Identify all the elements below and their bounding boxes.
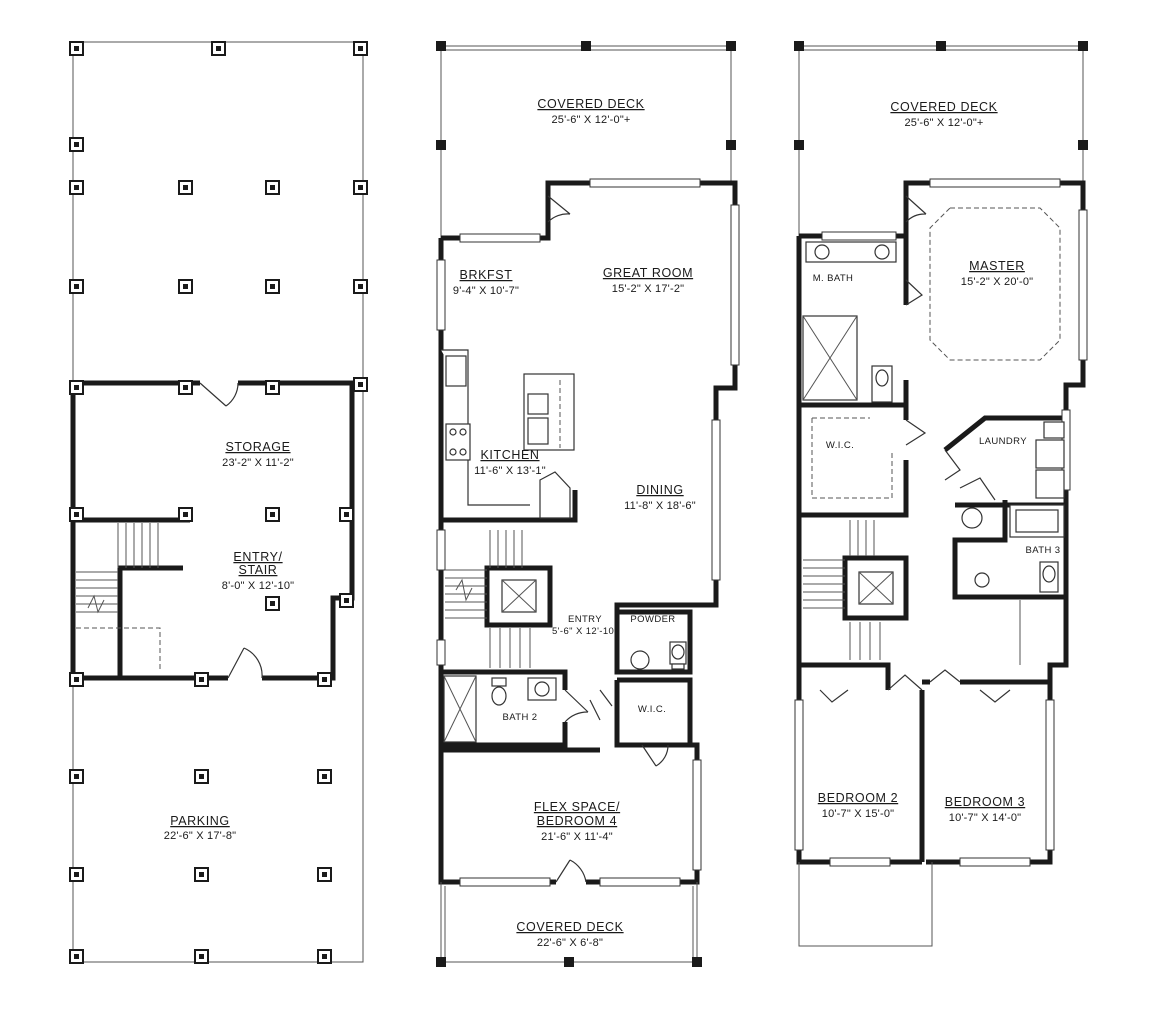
powder-wic-wall <box>614 605 693 748</box>
main-front-deck-name: COVERED DECK <box>516 920 623 934</box>
master-ceiling-outline <box>929 207 1061 361</box>
main-rear-deck-name: COVERED DECK <box>537 97 644 111</box>
upper-deck-railing <box>798 45 1084 236</box>
storage-name: STORAGE <box>225 440 290 454</box>
brkfst-name: BRKFST <box>460 268 513 282</box>
master-bath-fixtures <box>802 241 897 403</box>
entry-name: ENTRY <box>568 614 602 625</box>
wic-shelf <box>811 417 893 499</box>
bath3-name: BATH 3 <box>1026 545 1061 556</box>
kitchen-counters <box>441 349 575 519</box>
main-rear-deck-dims: 25'-6" X 12'-0"+ <box>551 114 630 126</box>
upper-front-deck <box>798 862 933 947</box>
powder-fixtures <box>630 641 687 670</box>
bath3-fixtures <box>961 504 1065 593</box>
great-room-name: GREAT ROOM <box>603 266 693 280</box>
parking-dims: 22'-6" X 17'-8" <box>164 830 237 842</box>
powder-name: POWDER <box>630 614 675 625</box>
master-deck-door <box>905 195 927 223</box>
rear-deck-railing <box>440 45 732 238</box>
parking-name: PARKING <box>170 814 230 828</box>
laundry-fixtures <box>1035 421 1065 499</box>
ground-columns <box>69 41 368 964</box>
bedroom2-name: BEDROOM 2 <box>818 791 898 805</box>
stair-core-wall <box>484 565 553 628</box>
master-name: MASTER <box>969 259 1025 273</box>
upper-wic-name: W.I.C. <box>826 440 854 451</box>
kitchen-name: KITCHEN <box>480 448 539 462</box>
storage-enclosure-wall <box>70 380 355 681</box>
entry-door <box>227 647 263 679</box>
great-room-dims: 15'-2" X 17'-2" <box>612 283 685 295</box>
main-stair <box>445 530 537 668</box>
bedroom2-wall <box>799 662 1050 862</box>
bath3-wall <box>952 500 1066 600</box>
mbath-name: M. BATH <box>813 273 854 284</box>
laundry-door <box>944 449 961 481</box>
master-dims: 15'-2" X 20'-0" <box>961 276 1034 288</box>
ground-stair <box>76 523 161 670</box>
upper-stair <box>803 520 894 660</box>
main-front-deck-dims: 22'-6" X 6'-8" <box>537 937 603 949</box>
bedroom2-dims: 10'-7" X 15'-0" <box>822 808 895 820</box>
bath2-fixtures <box>443 675 557 743</box>
dining-dims: 11'-8" X 18'-6" <box>624 500 696 512</box>
entry-stair-name-2: STAIR <box>239 563 278 577</box>
bath2-name: BATH 2 <box>503 712 538 723</box>
entry-stair-dims: 8'-0" X 12'-10" <box>222 580 295 592</box>
brkfst-dims: 9'-4" X 10'-7" <box>453 285 519 297</box>
upper-deck-posts <box>794 41 1088 150</box>
storage-dims: 23'-2" X 11'-2" <box>222 457 294 469</box>
wic-door <box>641 744 669 767</box>
wic-door-upper <box>905 419 927 446</box>
bath2-wall <box>441 669 568 748</box>
laundry-name: LAUNDRY <box>979 436 1027 447</box>
front-deck-posts <box>436 957 702 967</box>
main-windows <box>436 178 740 887</box>
upper-stair-core-wall <box>842 555 909 621</box>
upper-wic-wall <box>796 405 909 518</box>
upper-deck-dims: 25'-6" X 12'-0"+ <box>904 117 983 129</box>
storage-door <box>199 382 239 407</box>
closet-doors <box>819 689 1011 703</box>
entry-stair-name-1: ENTRY/ <box>233 550 282 564</box>
dining-name: DINING <box>636 483 683 497</box>
entry-dims: 5'-6" X 12'-10" <box>552 626 618 637</box>
kitchen-wall <box>441 490 578 523</box>
upper-windows <box>794 178 1088 867</box>
main-wic-name: W.I.C. <box>638 704 666 715</box>
front-door <box>555 859 587 883</box>
mbath-door <box>905 279 923 306</box>
bedroom3-name: BEDROOM 3 <box>945 795 1025 809</box>
flex-name-2: BEDROOM 4 <box>537 814 617 828</box>
upper-floor-plan: COVERED DECK 25'-6" X 12'-0"+ M. BATH MA… <box>794 41 1088 947</box>
deck-door <box>547 195 571 223</box>
bedroom2-door <box>887 674 923 691</box>
bath2-door <box>564 689 589 723</box>
kitchen-dims: 11'-6" X 13'-1" <box>474 465 546 477</box>
flex-dims: 21'-6" X 11'-4" <box>541 831 613 843</box>
upper-deck-name: COVERED DECK <box>890 100 997 114</box>
bedroom3-door <box>929 669 961 683</box>
bath3-door <box>959 477 996 501</box>
flex-name-1: FLEX SPACE/ <box>534 800 620 814</box>
bedroom3-dims: 10'-7" X 14'-0" <box>949 812 1022 824</box>
main-floor-plan: COVERED DECK 25'-6" X 12'-0"+ BRKFST 9'-… <box>436 41 740 967</box>
powder-door <box>589 689 613 721</box>
rear-deck-posts <box>436 41 736 150</box>
ground-floor-plan: STORAGE 23'-2" X 11'-2" ENTRY/ STAIR 8'-… <box>69 41 368 964</box>
